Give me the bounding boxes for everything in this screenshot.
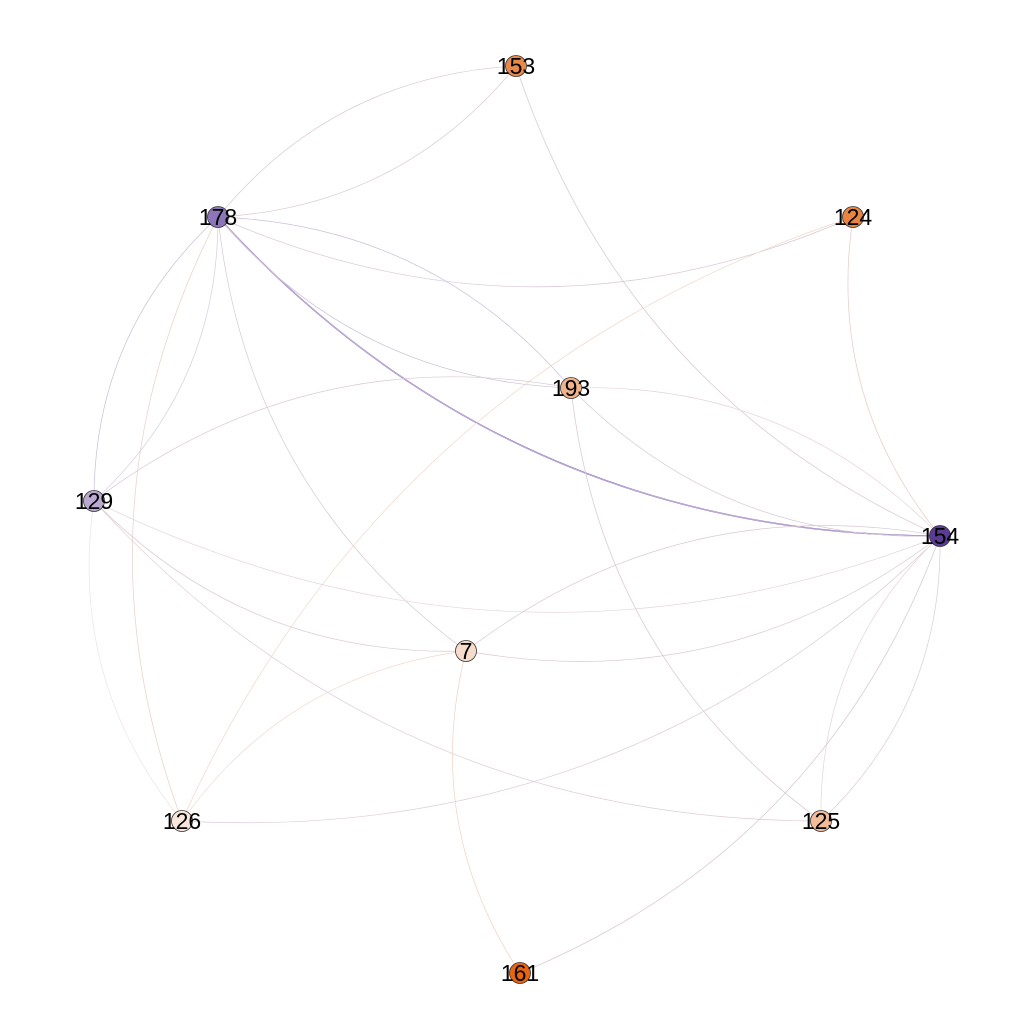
node-label: 193	[552, 375, 590, 401]
node-label: 129	[75, 488, 113, 514]
edge-129-154	[93, 500, 941, 613]
node-124: 124	[834, 204, 873, 230]
edge-154-125	[820, 535, 941, 822]
edge-7-154	[465, 535, 941, 662]
node-label: 126	[163, 808, 201, 834]
node-161: 161	[501, 960, 539, 986]
edge-153-178	[217, 65, 517, 218]
edge-7-161	[452, 650, 521, 974]
node-circle	[83, 490, 105, 512]
node-layer: 153 124 178 193 129 154 7 126 125 161	[75, 53, 960, 986]
edge-126-154	[181, 535, 941, 824]
node-label: 178	[199, 204, 237, 230]
edge-129-125	[93, 500, 822, 822]
edge-124-154	[847, 216, 941, 537]
node-7: 7	[455, 638, 477, 664]
edge-193-178	[217, 216, 572, 389]
edge-178-154	[217, 216, 941, 537]
edge-129-7	[93, 500, 467, 652]
edge-193-129	[93, 376, 572, 502]
edge-161-154	[519, 535, 941, 974]
node-circle	[455, 640, 477, 662]
edge-153-154	[515, 65, 941, 537]
edge-178-126	[132, 216, 219, 822]
node-circle	[509, 962, 531, 984]
node-label: 125	[802, 808, 840, 834]
edge-154-7	[465, 525, 941, 652]
edge-154-193	[570, 387, 941, 537]
edge-178-193	[217, 216, 572, 389]
edge-178-153	[217, 65, 517, 218]
edge-129-126	[88, 500, 183, 822]
node-126: 126	[163, 808, 201, 834]
node-circle	[929, 525, 951, 547]
node-circle	[842, 206, 864, 228]
node-label: 161	[501, 960, 539, 986]
node-label: 7	[460, 638, 473, 664]
node-125: 125	[802, 808, 840, 834]
edge-178-124	[217, 216, 854, 288]
node-193: 193	[552, 375, 590, 401]
node-circle	[560, 377, 582, 399]
edge-124-126	[181, 216, 854, 822]
node-label: 154	[921, 523, 960, 549]
node-129: 129	[75, 488, 113, 514]
node-circle	[505, 55, 527, 77]
edge-178-7	[217, 216, 467, 652]
node-label: 153	[497, 53, 535, 79]
edge-layer	[88, 65, 941, 974]
node-circle	[171, 810, 193, 832]
node-154: 154	[921, 523, 960, 549]
edge-7-126	[181, 650, 467, 822]
node-178: 178	[199, 204, 237, 230]
edge-125-154	[820, 535, 941, 822]
node-153: 153	[497, 53, 535, 79]
node-circle	[810, 810, 832, 832]
edge-178-129	[93, 216, 219, 502]
node-circle	[207, 206, 229, 228]
edge-193-154	[570, 387, 941, 537]
edge-129-178	[93, 216, 219, 502]
node-label: 124	[834, 204, 873, 230]
edge-193-125	[570, 387, 822, 822]
